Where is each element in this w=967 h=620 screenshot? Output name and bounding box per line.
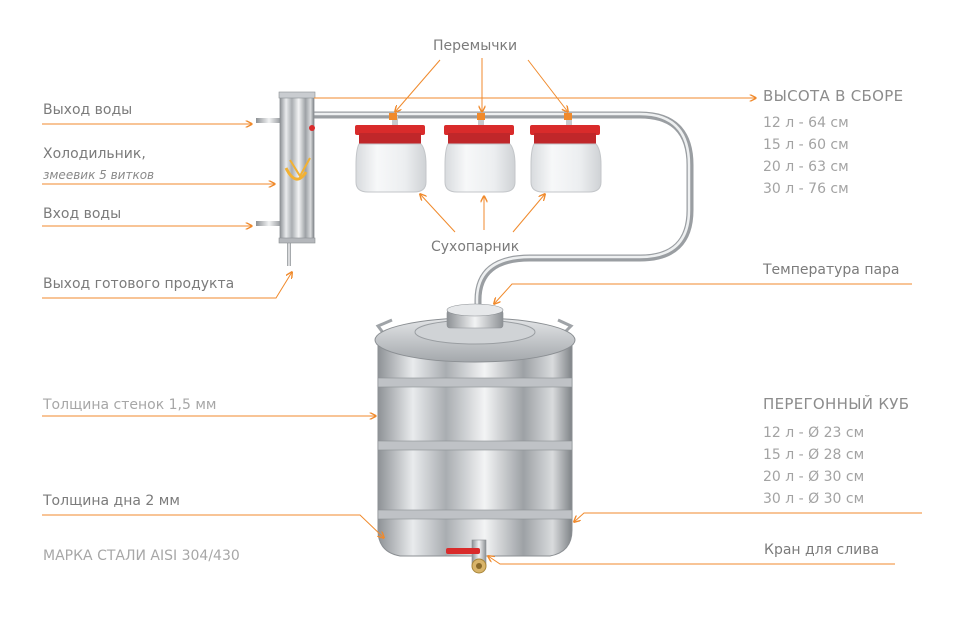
cooler-label: Холодильник, [43,146,146,162]
cube-spec-item: 20 л - Ø 30 см [763,469,865,485]
wall-thickness-label: Толщина стенок 1,5 мм [43,397,217,413]
height-spec-item: 12 л - 64 см [763,115,849,131]
coil-label: змеевик 5 витков [43,168,155,182]
jar-1 [355,116,427,193]
water-in-label: Вход воды [43,206,122,222]
brand-logo-mark [284,157,311,181]
steam-pipe [308,111,694,349]
cooler-column [256,91,316,266]
cube-spec-item: 30 л - Ø 30 см [763,491,865,507]
drain-valve-label: Кран для слива [764,542,880,558]
water-out-label: Выход воды [43,102,133,118]
steel-grade-label: МАРКА СТАЛИ AISI 304/430 [43,548,240,564]
cube-spec-item: 12 л - Ø 23 см [763,425,865,441]
steam-temp-label: Температура пара [763,262,900,278]
height-spec-item: 30 л - 76 см [763,181,849,197]
distillation-cube [374,303,576,574]
drain-valve-art [446,539,487,574]
bottom-thickness-label: Толщина дна 2 мм [43,493,180,509]
height-spec-list: 12 л - 64 см 15 л - 60 см 20 л - 63 см 3… [763,112,849,200]
cube-spec-title: ПЕРЕГОННЫЙ КУБ [763,395,910,413]
cube-spec-item: 15 л - Ø 28 см [763,447,865,463]
height-spec-title: ВЫСОТА В СБОРЕ [763,87,904,105]
height-spec-item: 15 л - 60 см [763,137,849,153]
jar-2 [444,116,516,193]
jumpers-label: Перемычки [433,38,518,54]
jar-3 [530,116,602,193]
dry-steamer-jars [355,113,602,193]
callout-lines [42,58,922,565]
dry-steamer-label: Сухопарник [431,239,520,255]
height-spec-item: 20 л - 63 см [763,159,849,175]
cube-spec-list: 12 л - Ø 23 см 15 л - Ø 28 см 20 л - Ø 3… [763,422,864,510]
product-out-label: Выход готового продукта [43,276,235,292]
